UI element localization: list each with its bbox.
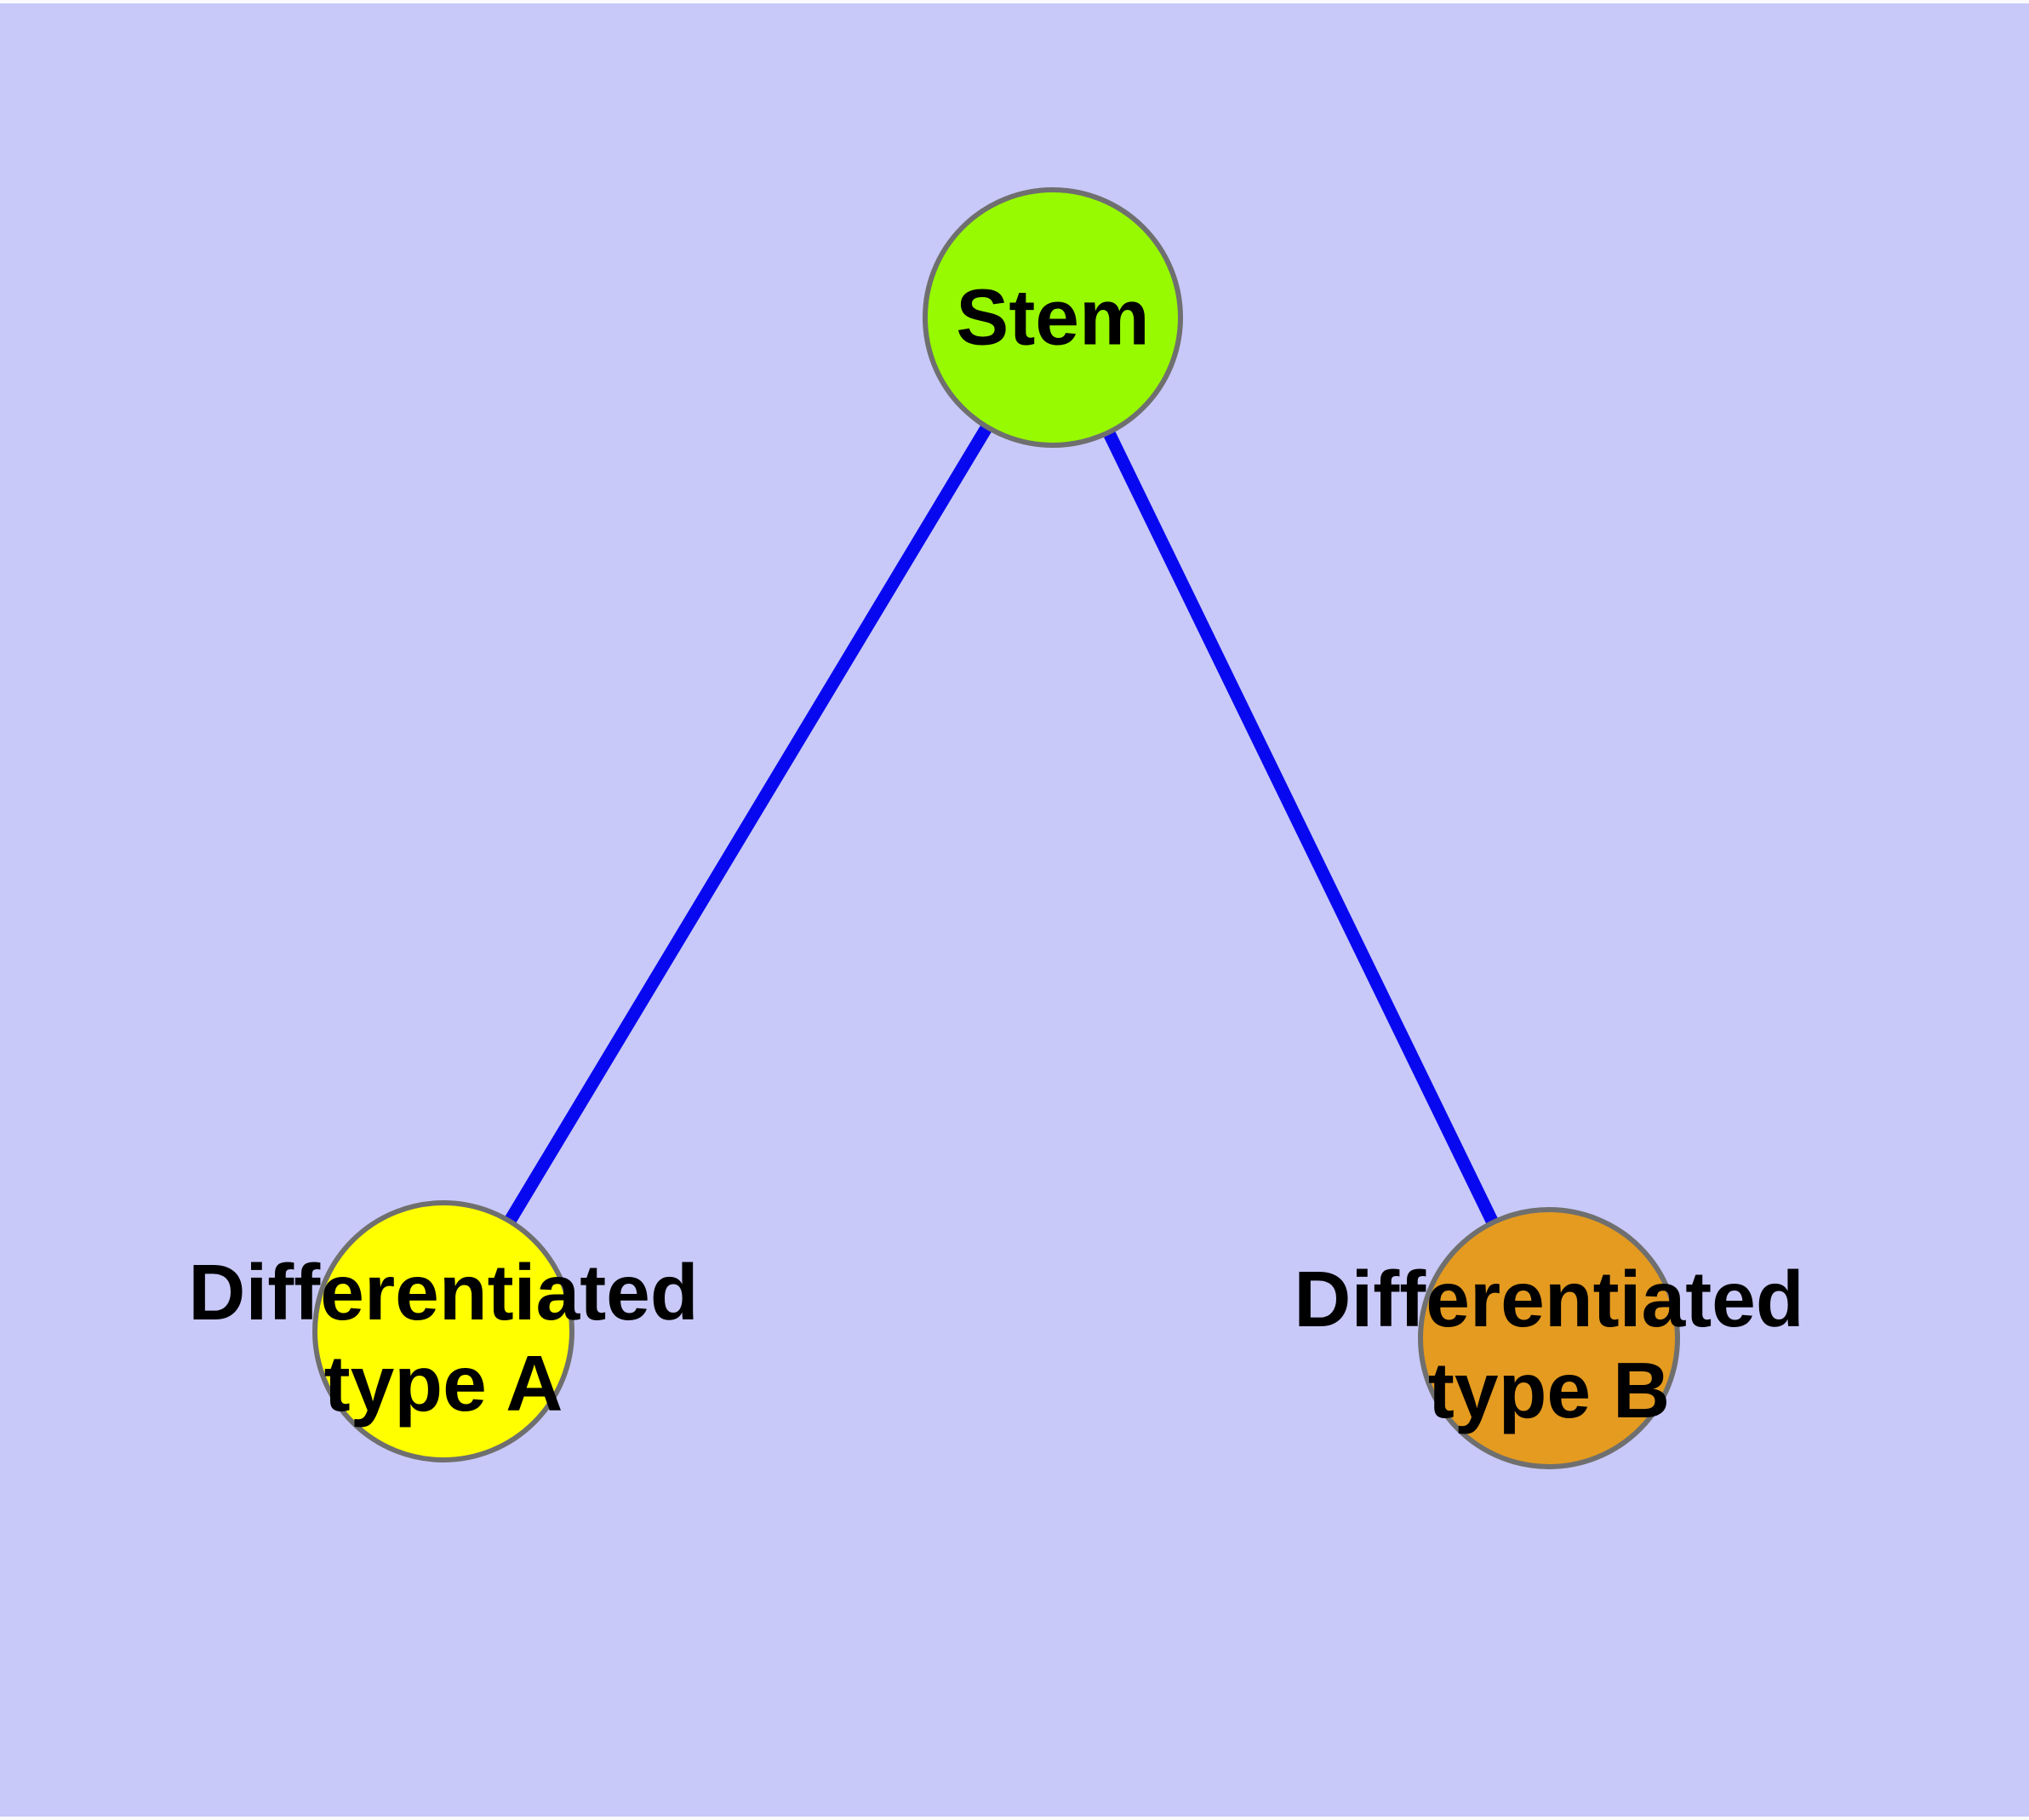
bottom-edge-strip — [0, 1817, 2029, 1820]
node-stem-circle — [923, 187, 1183, 448]
node-diff-a-circle — [312, 1200, 574, 1462]
edge-stem-to-diff-a — [437, 314, 1059, 1335]
node-diff-b-circle — [1418, 1207, 1680, 1469]
edge-stem-to-diff-b — [1047, 314, 1555, 1342]
top-edge-strip — [0, 0, 2029, 3]
